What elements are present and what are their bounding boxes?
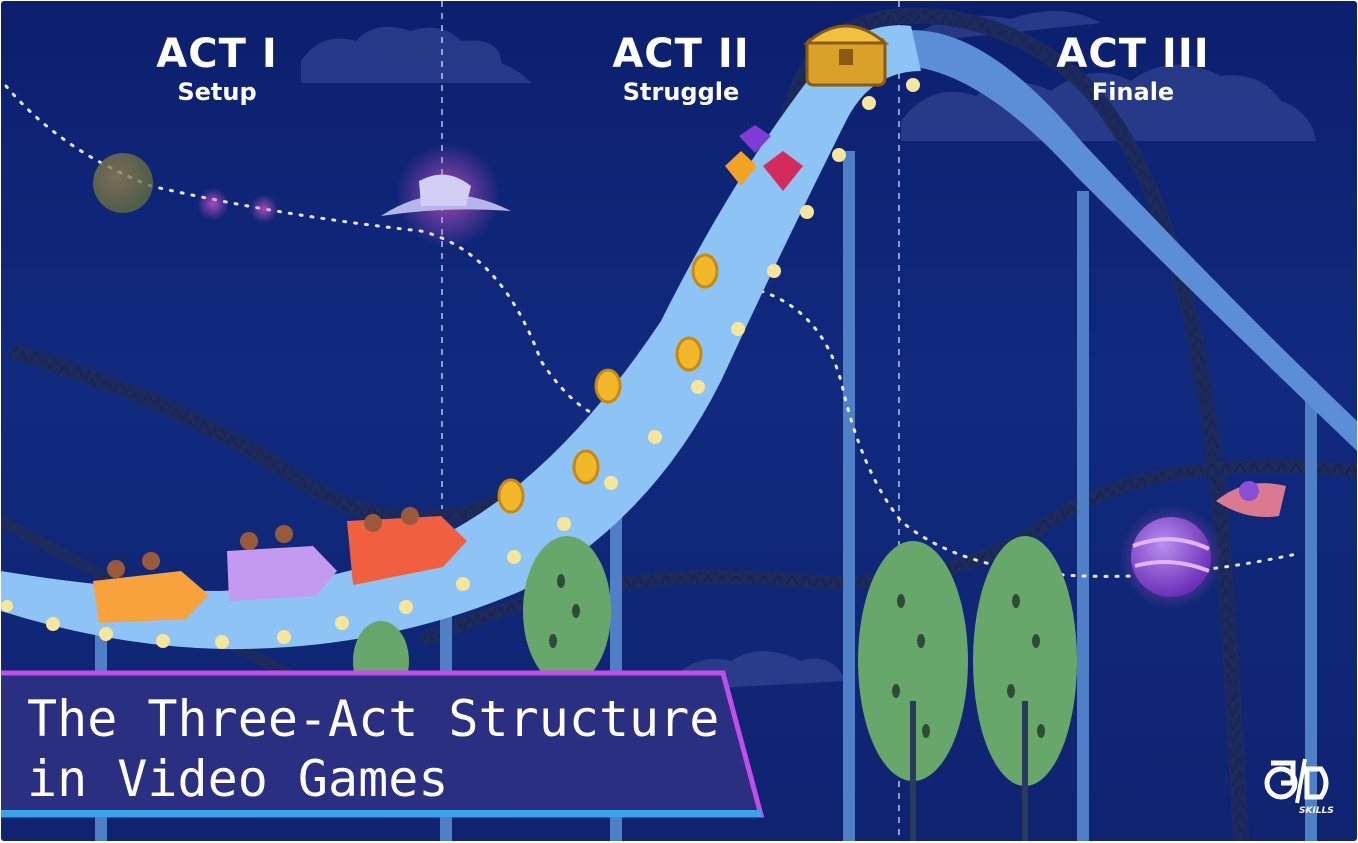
treasure-chest-icon	[802, 24, 890, 87]
main-track	[1, 25, 921, 650]
dotted-paths	[4, 84, 1303, 578]
glow-orb	[250, 195, 278, 223]
gd-skills-logo-icon: SKILLS	[1264, 758, 1334, 815]
descending-track	[901, 30, 1357, 451]
act-3-title: ACT III	[1056, 31, 1210, 77]
title-banner	[1, 670, 765, 818]
act-1-subtitle: Setup	[177, 78, 257, 106]
video-title: The Three-Act Structure in Video Games	[27, 689, 747, 809]
gems	[725, 125, 803, 191]
video-title-line-1: The Three-Act Structure	[27, 690, 720, 748]
glow-orb	[197, 188, 229, 220]
gold-coins	[497, 253, 719, 514]
act-3-subtitle: Finale	[1091, 78, 1175, 106]
video-title-line-2: in Video Games	[27, 750, 449, 808]
rocket-car-icon	[1216, 481, 1286, 517]
trees	[353, 536, 1077, 841]
act-2-subtitle: Struggle	[622, 78, 740, 106]
logo-caption: SKILLS	[1299, 806, 1334, 815]
act-1-title: ACT I	[156, 31, 278, 77]
act-2-heading: ACT II Struggle	[531, 31, 831, 107]
planet-left-icon	[93, 153, 153, 213]
spaceship-icon	[381, 143, 511, 247]
act-3-heading: ACT III Finale	[983, 31, 1283, 107]
act-2-title: ACT II	[612, 31, 750, 77]
act-1-heading: ACT I Setup	[67, 31, 367, 107]
track-lights	[1, 78, 920, 649]
planet-right-icon	[1119, 505, 1223, 609]
coaster-cars	[93, 507, 467, 623]
